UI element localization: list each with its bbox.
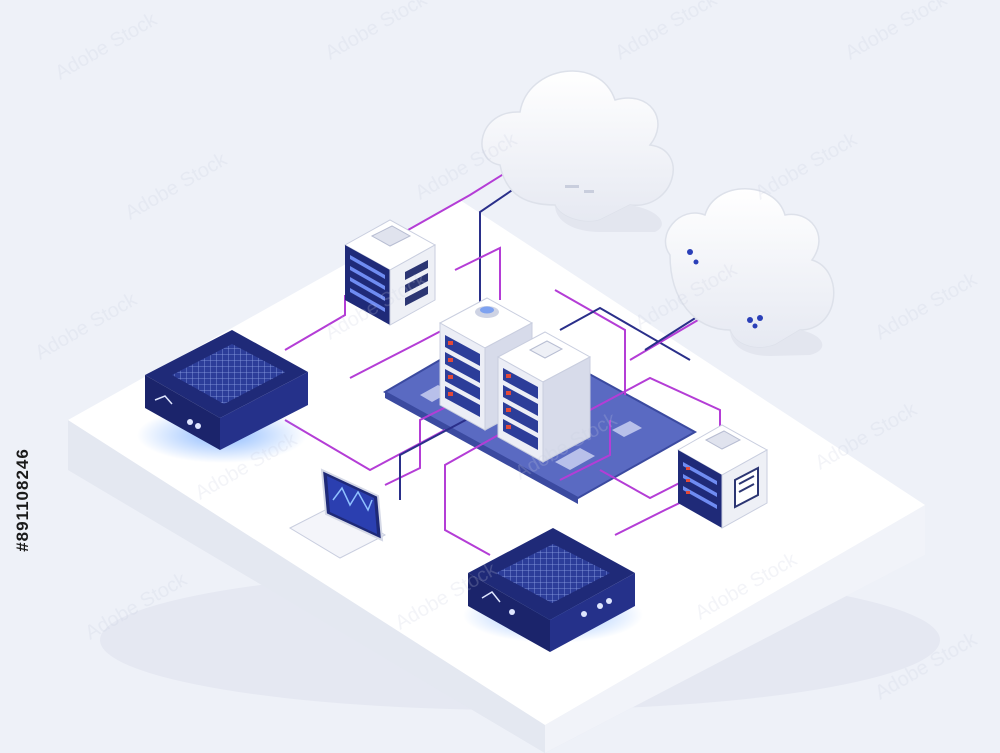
cloud-right [664,188,835,356]
svg-text:Adobe Stock: Adobe Stock [752,128,862,204]
router-grid [496,544,610,603]
platform-top [68,200,925,725]
platform [68,200,940,753]
router-bottom [463,528,643,652]
stock-id-text: #891108246 [13,448,33,552]
wire [399,414,476,500]
cloud-icon-marks [565,185,594,193]
storage-unit-right [676,424,769,529]
router-left [137,330,308,463]
router-indicator-lights [509,598,612,617]
laptop [288,468,387,559]
wire [559,420,611,481]
svg-text:Adobe Stock: Adobe Stock [842,0,952,64]
svg-text:Adobe Stock: Adobe Stock [812,398,922,474]
svg-text:Adobe Stock: Adobe Stock [122,148,232,224]
svg-text:Adobe Stock: Adobe Stock [32,288,142,364]
svg-text:Adobe Stock: Adobe Stock [872,268,982,344]
router-grid [172,344,285,404]
wire [454,246,501,300]
router-indicator-lights [187,419,201,429]
laptop-chart-line [332,486,373,512]
storage-unit-top [343,219,437,326]
cloud-connector-icon [687,249,763,329]
cloud-large [481,70,674,232]
rack-slots [445,335,480,417]
wire [284,295,346,351]
rack-leds [448,341,453,396]
svg-text:Adobe Stock: Adobe Stock [612,0,722,64]
wire [589,376,721,440]
server-rack-right [496,331,592,463]
svg-text:Adobe Stock: Adobe Stock [322,0,432,64]
wire [444,419,526,556]
stock-id-label: #891108246 [6,360,40,640]
wire [554,289,626,395]
wire [384,169,511,244]
svg-text:Adobe Stock: Adobe Stock [52,8,162,84]
